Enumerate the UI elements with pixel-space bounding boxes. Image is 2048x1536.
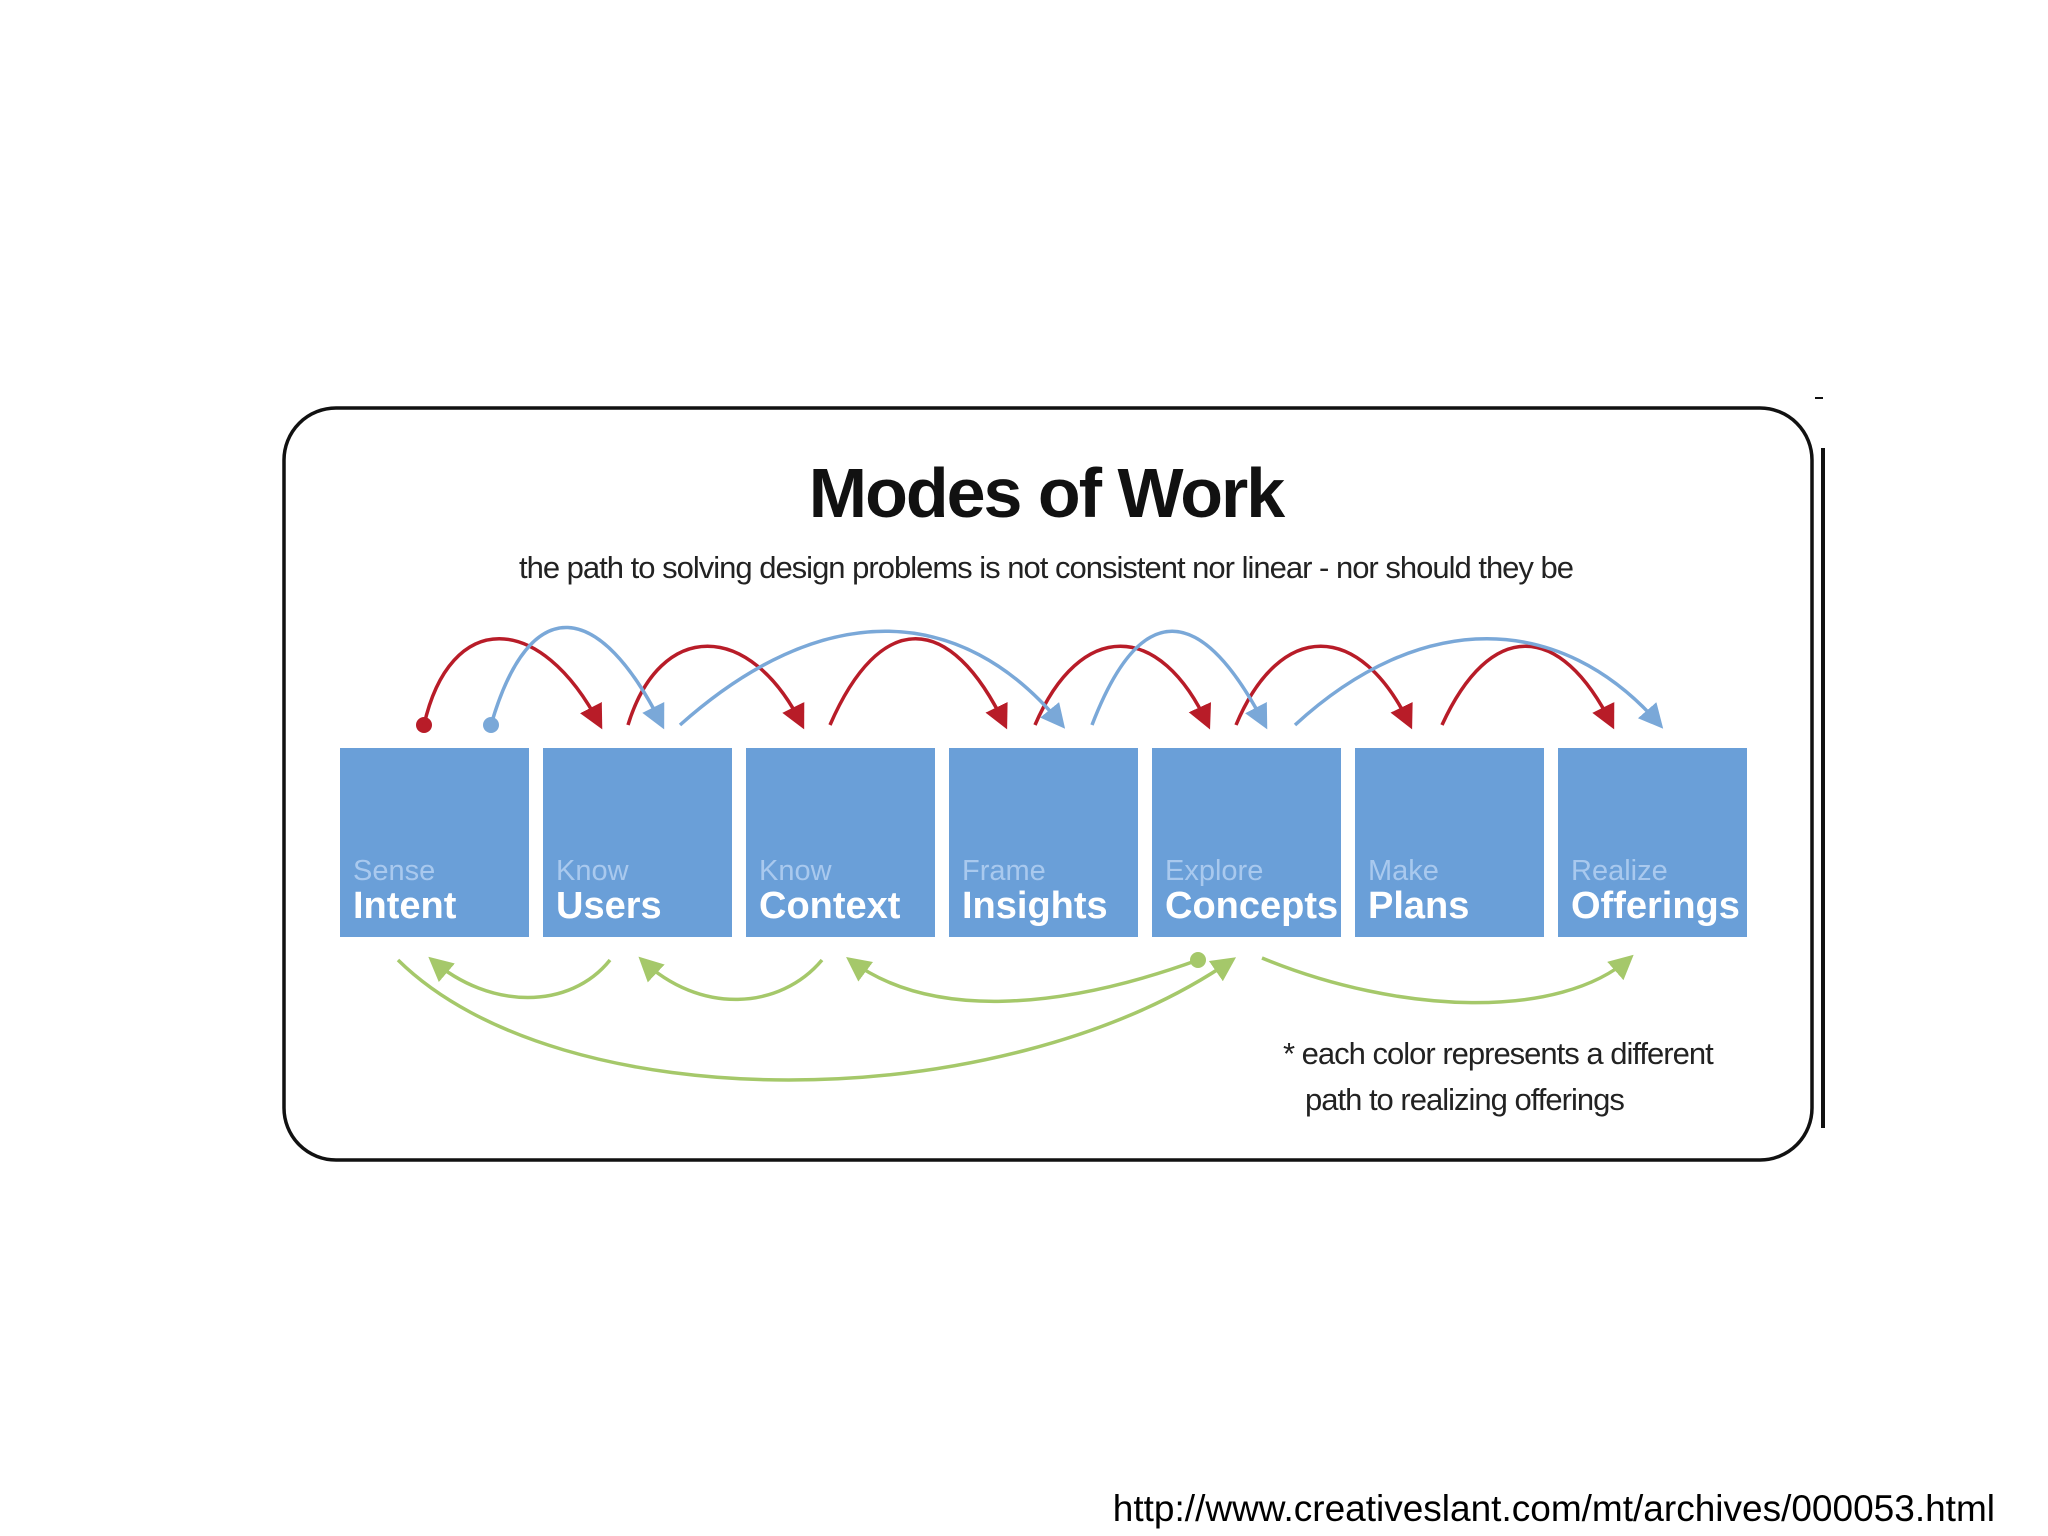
blue-path <box>483 625 1664 733</box>
mode-verb: Sense <box>353 855 435 887</box>
blue-arc <box>678 629 1066 729</box>
red-arc <box>422 637 603 730</box>
blue-arc <box>1293 637 1664 729</box>
mode-box-fill <box>340 748 529 937</box>
red-arc <box>1440 644 1615 730</box>
mode-box-explore-concepts: Explore Concepts <box>1152 748 1341 937</box>
mode-noun: Concepts <box>1165 885 1338 927</box>
mode-noun: Context <box>759 885 901 927</box>
color-legend-note-line2: path to realizing offerings <box>1305 1082 1624 1117</box>
mode-box-fill <box>1152 748 1341 937</box>
source-url: http://www.creativeslant.com/mt/archives… <box>1112 1488 1995 1529</box>
red-arc <box>1033 644 1211 730</box>
green-arc <box>638 956 824 1002</box>
mode-box-fill <box>949 748 1138 937</box>
mode-box-fill <box>746 748 935 937</box>
color-legend-note-line1: * each color represents a different <box>1283 1036 1714 1071</box>
mode-verb: Know <box>556 855 630 887</box>
red-arc <box>828 637 1008 730</box>
red-arc <box>1234 644 1413 730</box>
mode-noun: Plans <box>1368 885 1469 927</box>
mode-verb: Realize <box>1571 855 1668 887</box>
diagram-subtitle: the path to solving design problems is n… <box>519 550 1573 585</box>
mode-verb: Explore <box>1165 855 1263 887</box>
mode-noun: Users <box>556 885 662 927</box>
mode-verb: Frame <box>962 855 1046 887</box>
green-arc <box>1261 954 1634 1005</box>
mode-box-know-users: Know Users <box>543 748 732 937</box>
mode-box-fill <box>1558 748 1747 937</box>
blue-arc <box>1090 629 1268 730</box>
green-arc <box>396 957 1237 1082</box>
mode-verb: Make <box>1368 855 1439 887</box>
mode-box-know-context: Know Context <box>746 748 935 937</box>
diagram-title: Modes of Work <box>809 454 1285 532</box>
mode-box-sense-intent: Sense Intent <box>340 748 529 937</box>
green-arc <box>846 957 1199 1003</box>
green-path <box>396 952 1634 1082</box>
blue-arc <box>489 625 665 730</box>
mode-box-fill <box>543 748 732 937</box>
green-arc <box>428 956 612 1000</box>
mode-box-make-plans: Make Plans <box>1355 748 1544 937</box>
mode-box-frame-insights: Frame Insights <box>949 748 1138 937</box>
mode-noun: Offerings <box>1571 885 1740 927</box>
mode-noun: Intent <box>353 885 457 927</box>
mode-box-realize-offerings: Realize Offerings <box>1558 748 1747 937</box>
mode-box-fill <box>1355 748 1544 937</box>
mode-noun: Insights <box>962 885 1108 927</box>
mode-verb: Know <box>759 855 833 887</box>
